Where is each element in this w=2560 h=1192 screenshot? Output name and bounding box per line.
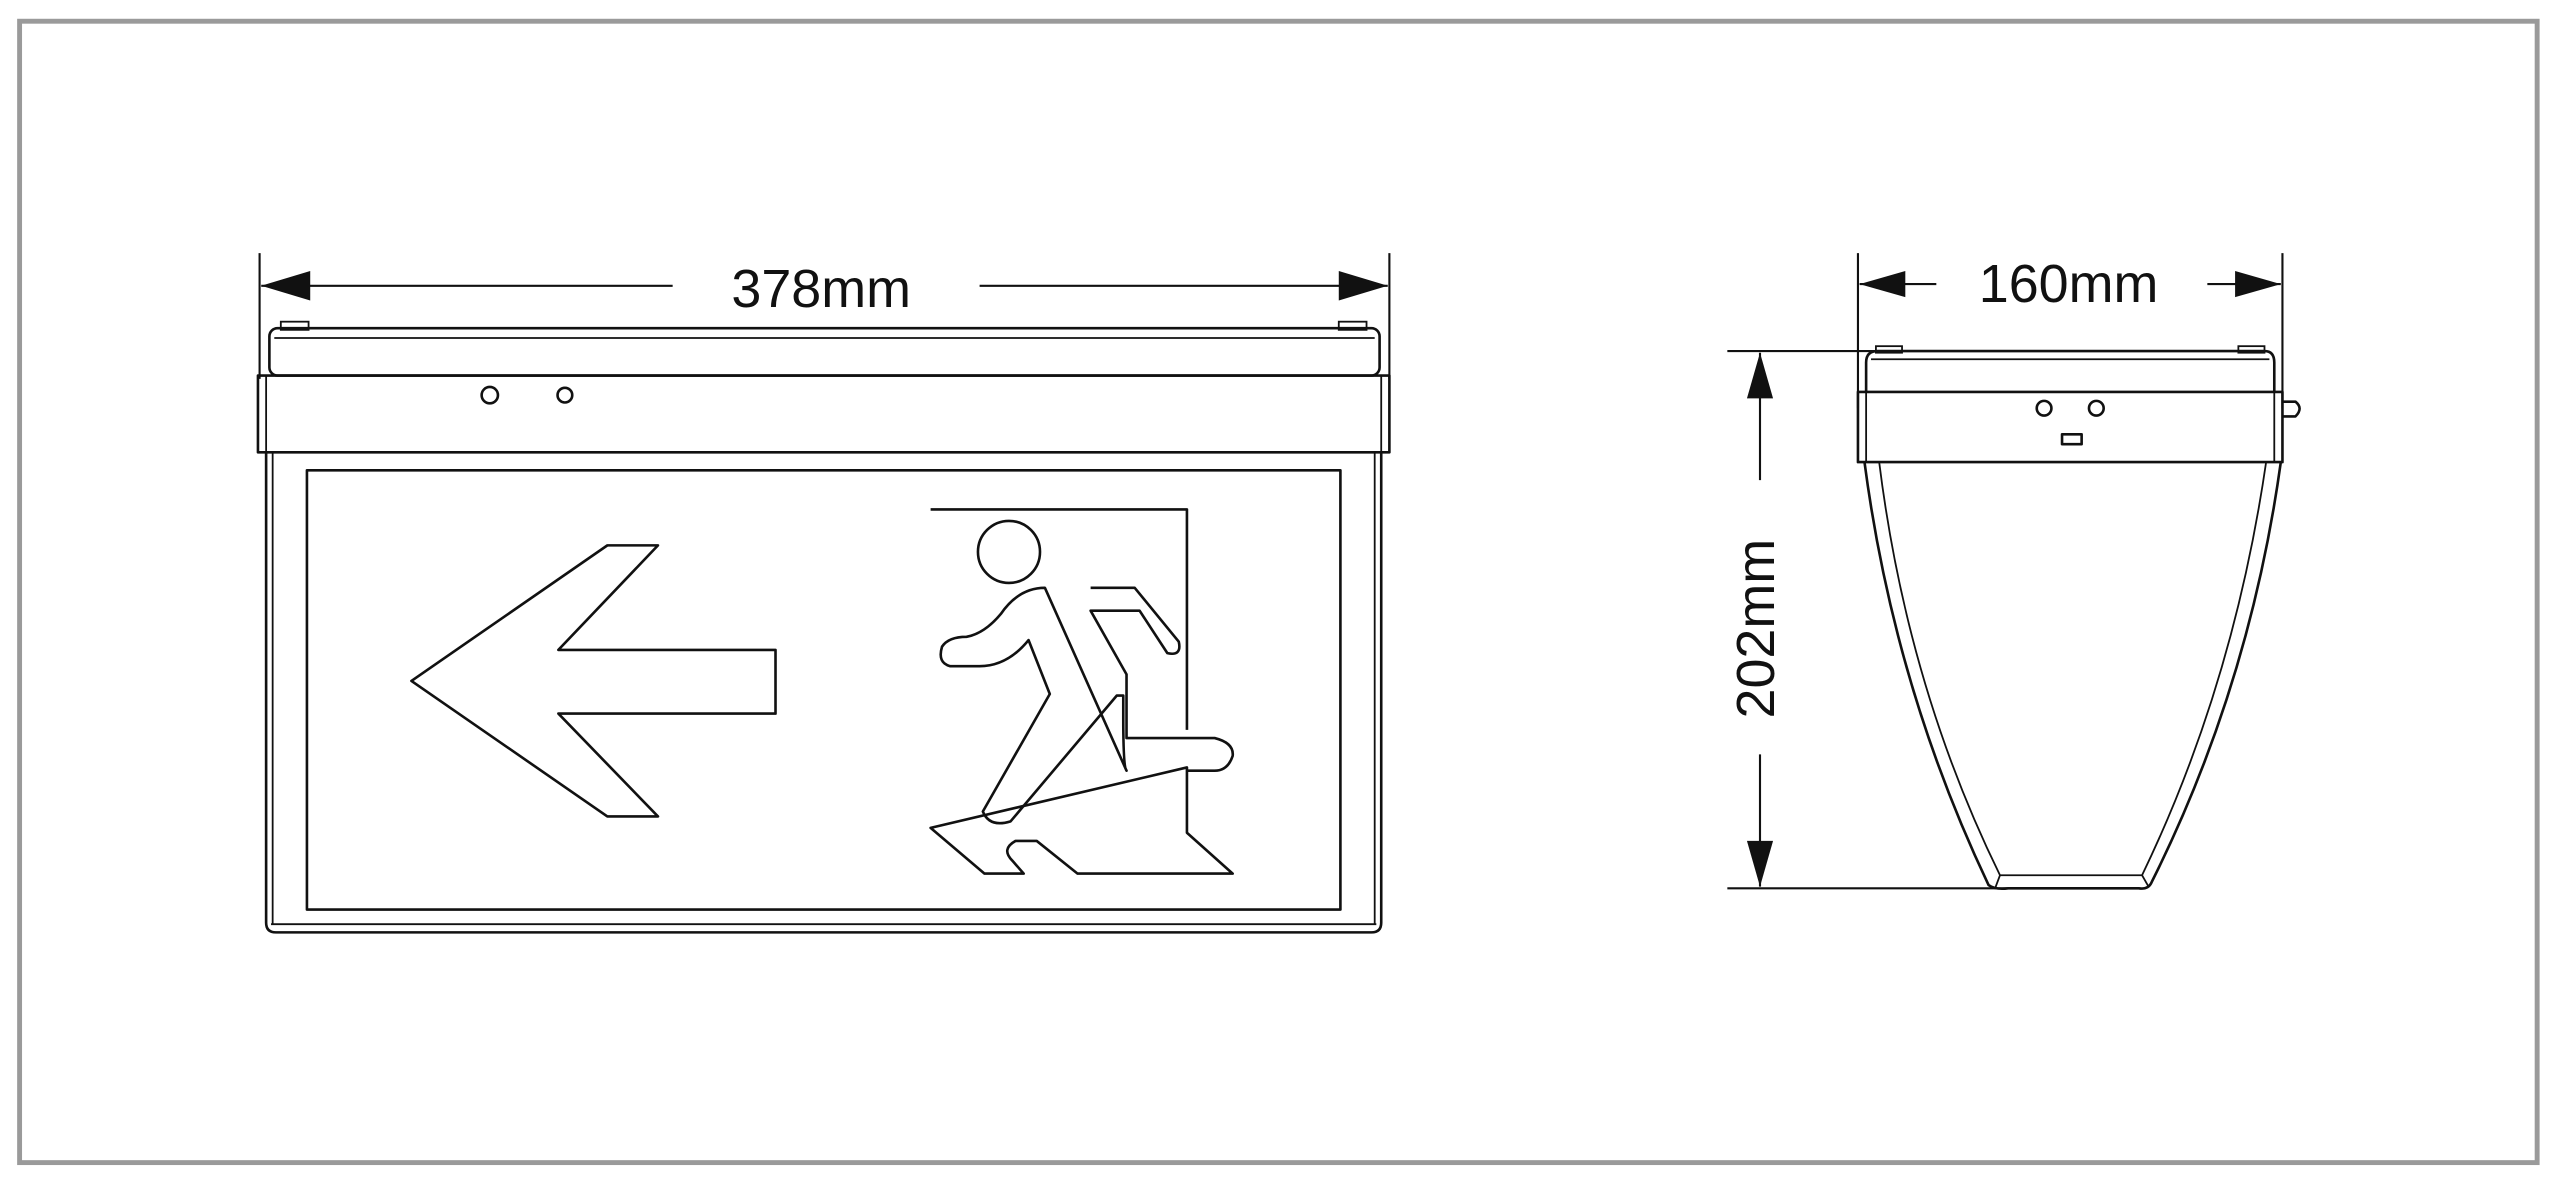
sensor-window-icon: [2060, 433, 2083, 446]
depth-label: 160mm: [1979, 254, 2159, 314]
arrow-left-icon: [410, 544, 777, 818]
running-man-icon: [929, 508, 1235, 875]
test-button-icon: [2087, 399, 2105, 417]
test-button-icon: [556, 386, 574, 404]
height-label: 202mm: [1726, 539, 1786, 719]
width-label: 378mm: [731, 259, 911, 319]
width-dimension: 378mm: [258, 253, 1391, 379]
indicator-led-icon: [2035, 399, 2053, 417]
height-dimension: 202mm: [1726, 350, 2009, 890]
front-view: 378mm: [256, 253, 1391, 934]
arrowhead-right: [1338, 271, 1388, 301]
indicator-led-icon: [480, 385, 500, 405]
housing-profile: [1856, 345, 2301, 890]
side-view: 160mm 202mm: [1726, 253, 2301, 890]
sign-panel: [305, 468, 1342, 911]
side-knob-icon: [2282, 400, 2301, 418]
arrowhead-left: [261, 271, 311, 301]
outer-frame-border: [17, 18, 2540, 1166]
depth-dimension: 160mm: [1856, 253, 2284, 409]
sign-housing: [256, 320, 1391, 934]
